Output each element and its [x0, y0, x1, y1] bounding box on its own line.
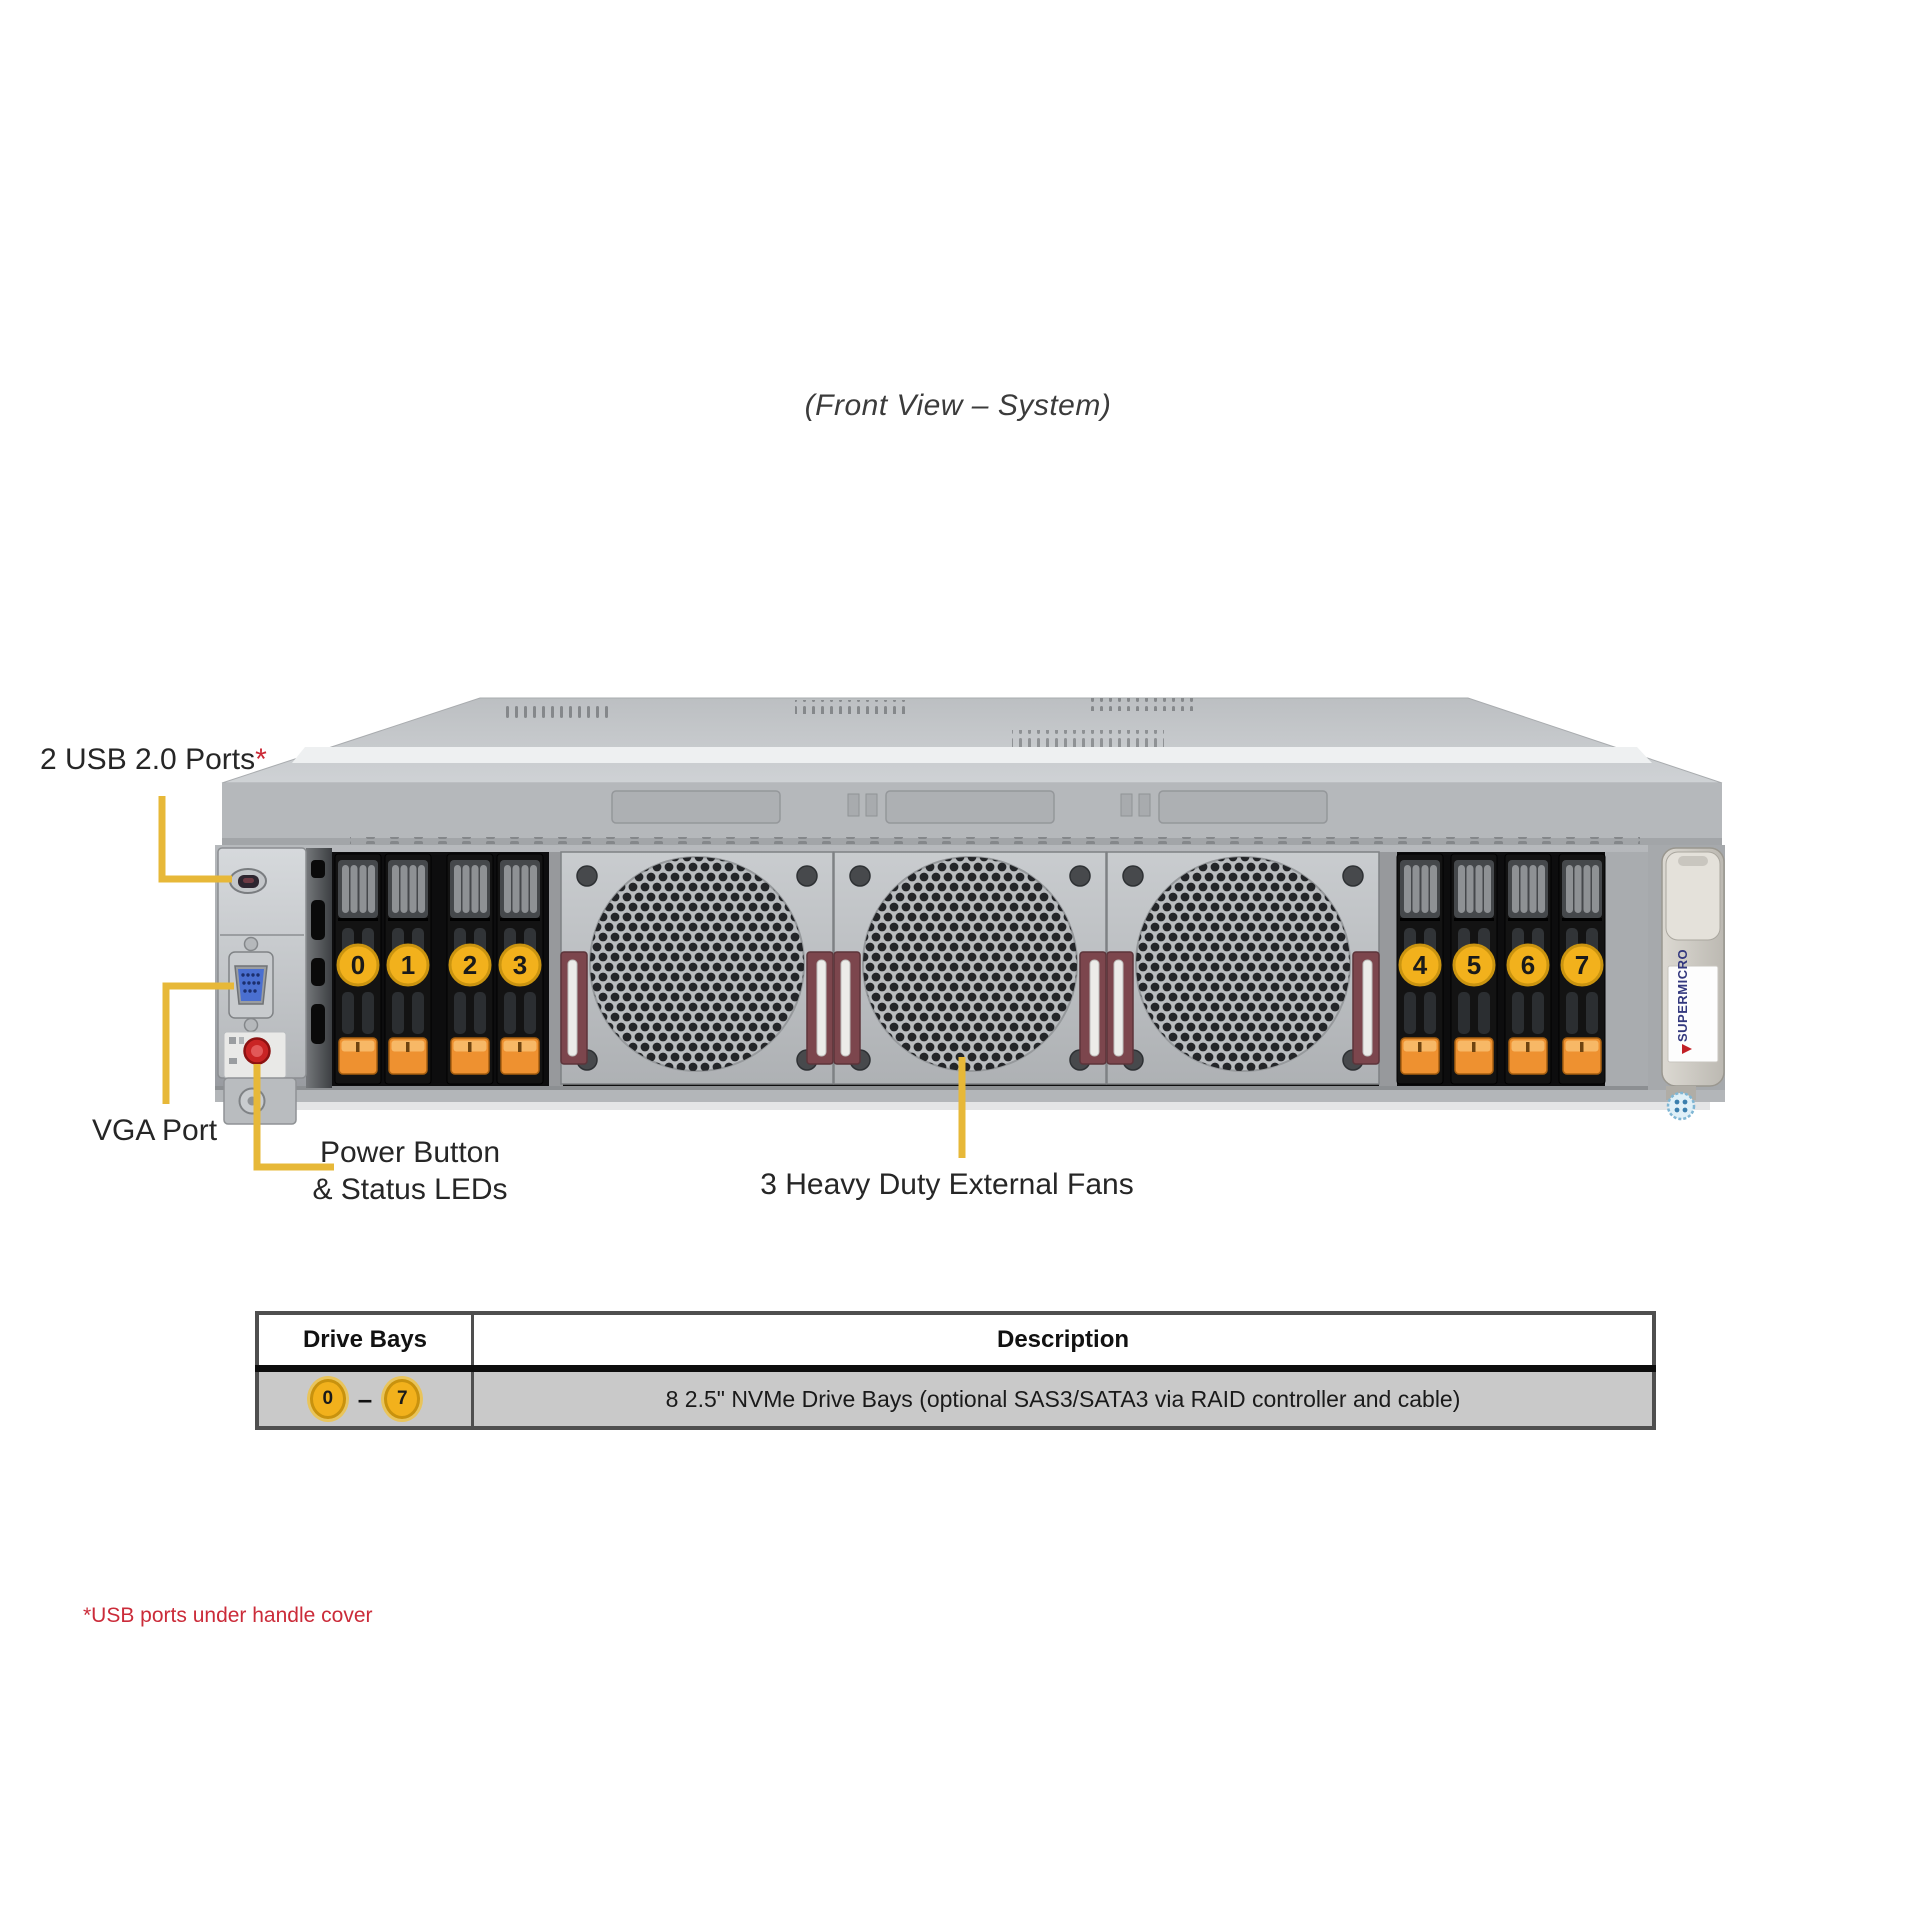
header-drive-bays: Drive Bays [257, 1313, 474, 1372]
power-callout-line [253, 1064, 334, 1171]
callout-lines [158, 796, 966, 1171]
fans-label: 3 Heavy Duty External Fans [760, 1168, 1134, 1201]
power-button-label: Power Button & Status LEDs [280, 1134, 540, 1208]
power-button-label-line2: & Status LEDs [312, 1173, 508, 1206]
lid-highlight [292, 747, 1652, 763]
bay-range-dash: – [357, 1383, 373, 1414]
usb-footnote: *USB ports under handle cover [83, 1604, 373, 1627]
vga-port-label: VGA Port [92, 1114, 218, 1147]
supermicro-logo-text: SUPERMICRO [1675, 949, 1690, 1042]
bay-number-1: 1 [401, 950, 415, 980]
description-cell: 8 2.5" NVMe Drive Bays (optional SAS3/SA… [472, 1368, 1654, 1428]
bay-number-0: 0 [351, 950, 365, 980]
usb-port [229, 868, 267, 894]
fan-module-2 [833, 851, 1107, 1085]
fan-module-3 [1106, 851, 1380, 1085]
lid-vent-slots [500, 704, 610, 718]
header-description: Description [472, 1313, 1654, 1372]
bay-number-7: 7 [1575, 950, 1589, 980]
chassis-apron [222, 783, 1722, 845]
bay-badge-from: 0 [309, 1379, 346, 1419]
fan-module-1 [560, 851, 834, 1085]
server-front-illustration: 0 1 2 3 4 5 6 7 [158, 697, 1725, 1171]
thumbscrew [1666, 1091, 1696, 1121]
logo-label [1667, 965, 1719, 1063]
status-led-icon [229, 1037, 236, 1044]
bay-number-4: 4 [1413, 950, 1428, 980]
usb-footnote-asterisk: * [255, 743, 267, 776]
logo-red-mark [1682, 1044, 1692, 1054]
bay-number-2: 2 [463, 950, 477, 980]
usb-ports-label: 2 USB 2.0 Ports* [40, 743, 267, 776]
bay-number-3: 3 [513, 950, 527, 980]
fan-modules [560, 851, 1380, 1085]
bay-number-6: 6 [1521, 950, 1535, 980]
usb-callout-line [158, 796, 232, 883]
bay-badge-to: 7 [384, 1379, 421, 1419]
chassis-top-lid [221, 697, 1723, 784]
drive-bay-table: Drive Bays Description 0–7 8 2.5" NVMe D… [255, 1311, 1656, 1430]
power-button [223, 1031, 287, 1079]
bay-range-cell: 0–7 [257, 1368, 474, 1428]
vga-callout-line [162, 982, 234, 1104]
table-header-row: Drive Bays Description [257, 1313, 1654, 1372]
drive-bays: 0 1 2 3 4 5 6 7 [333, 852, 1607, 1086]
right-handle: SUPERMICRO [1648, 845, 1725, 1121]
left-edge-strip [306, 848, 332, 1088]
bay-number-5: 5 [1467, 950, 1481, 980]
table-row: 0–7 8 2.5" NVMe Drive Bays (optional SAS… [257, 1368, 1654, 1428]
power-button-label-line1: Power Button [319, 1136, 501, 1169]
vga-port [228, 936, 274, 1033]
figure-title: (Front View – System) [804, 389, 1112, 422]
